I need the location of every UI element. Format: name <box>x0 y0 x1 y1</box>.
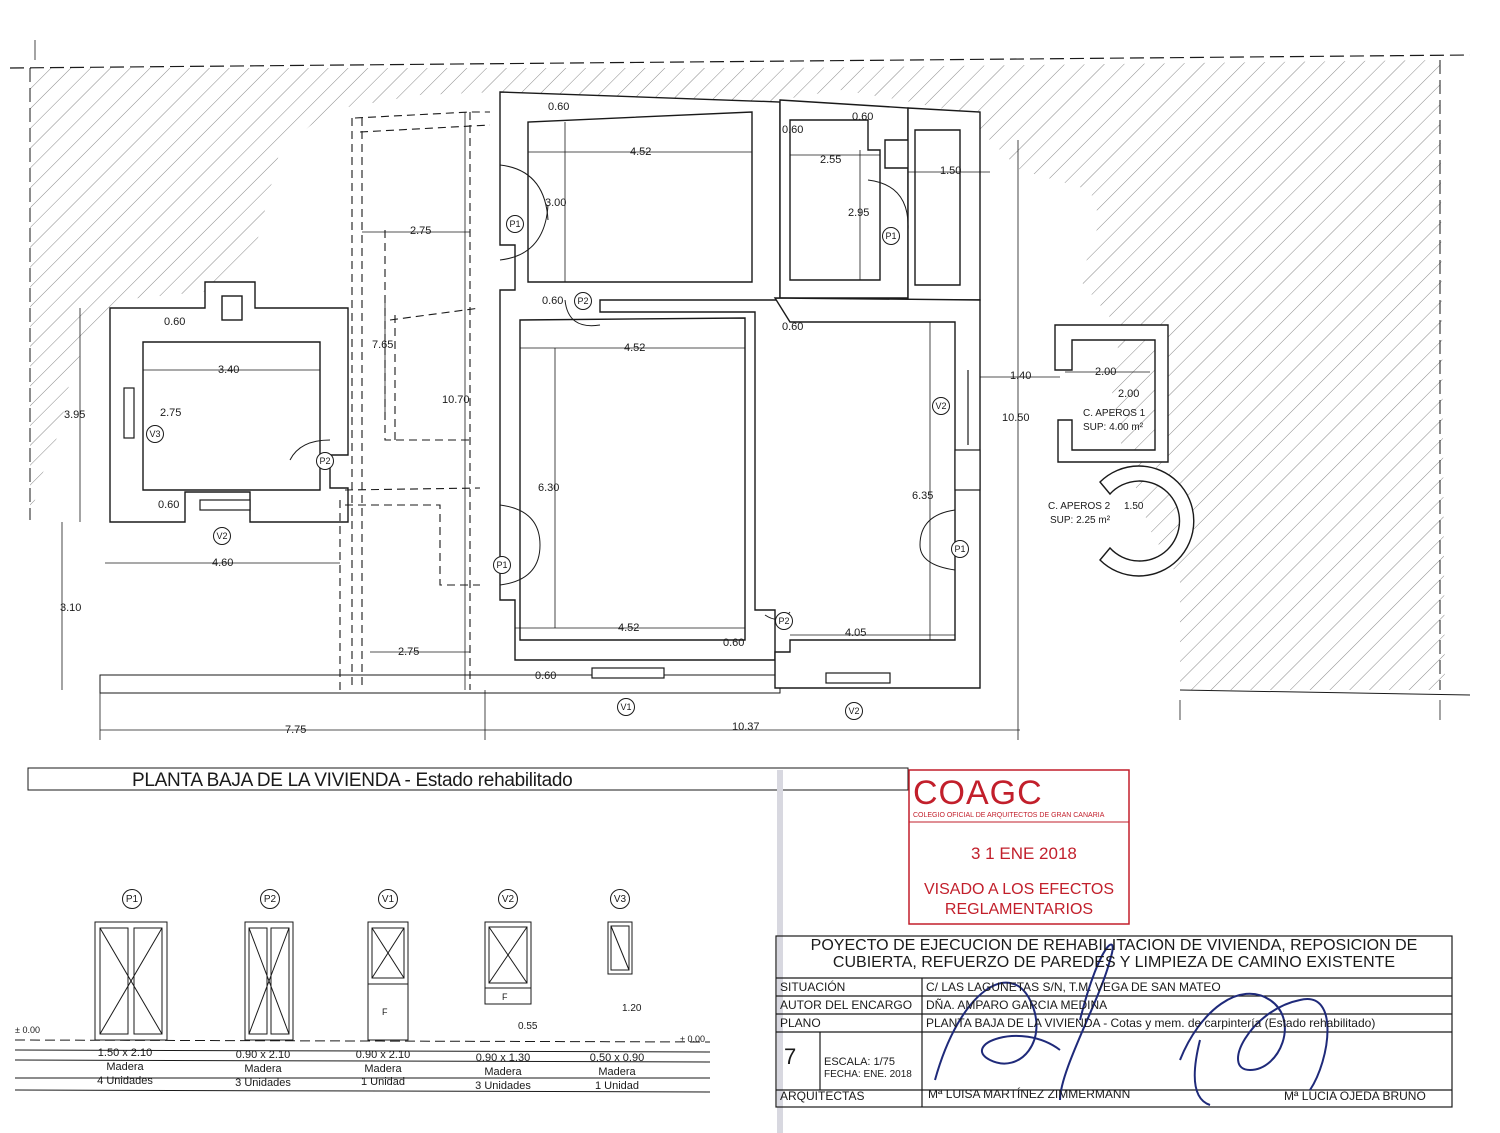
signature-1 <box>934 943 1114 1101</box>
dashed-corridor <box>339 111 491 690</box>
signature-2 <box>1179 992 1329 1106</box>
aperos1-room <box>1054 324 1169 463</box>
right-upper-room <box>779 99 909 299</box>
aperos2-room <box>1099 465 1195 577</box>
central-upper-room <box>499 91 781 661</box>
right-lower-room <box>773 297 981 689</box>
terrain-hatch-left <box>30 68 500 520</box>
right-upper-room-2 <box>907 107 981 301</box>
stamp-border <box>908 769 1130 925</box>
terrain-hatch-right <box>780 60 1445 690</box>
left-room-walls <box>109 281 349 523</box>
